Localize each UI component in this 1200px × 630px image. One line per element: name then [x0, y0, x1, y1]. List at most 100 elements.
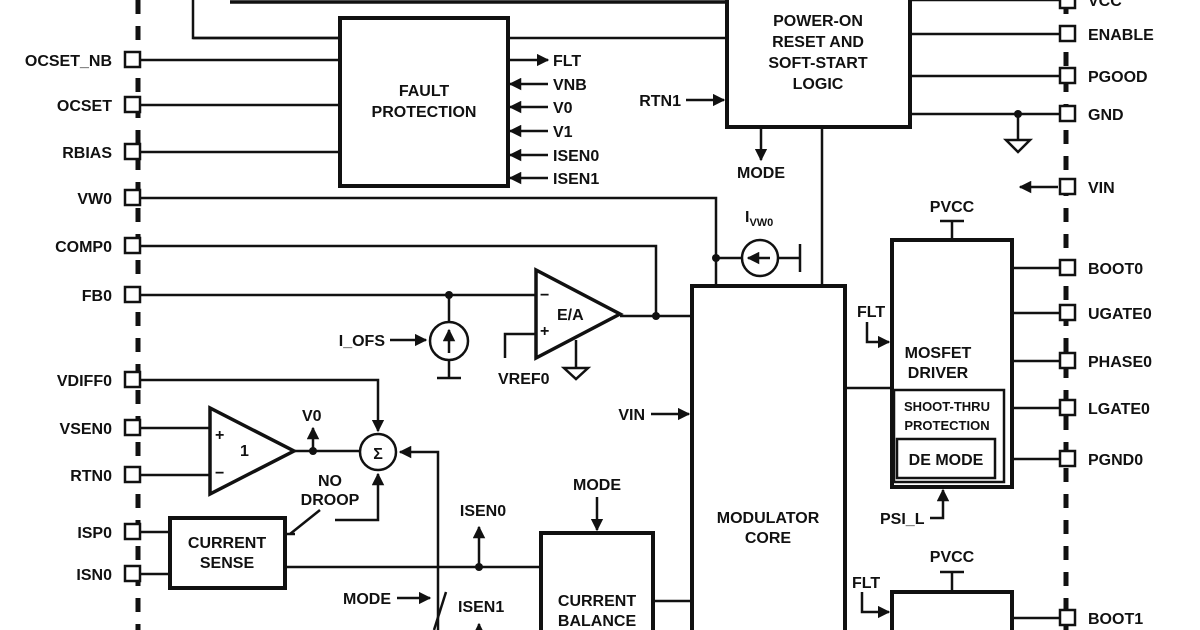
vin-left-label: VIN [618, 407, 645, 424]
pin-ocset [123, 95, 142, 114]
pin-lgate0 [1058, 398, 1077, 417]
pin-label-comp0: COMP0 [55, 239, 112, 256]
pin-vcc [1058, 0, 1077, 10]
wire-vref0 [503, 332, 536, 358]
pin-label-boot0: BOOT0 [1088, 261, 1143, 278]
pin-vdiff0 [123, 370, 142, 389]
fault-line1: FAULT [399, 83, 450, 100]
pin-label-lgate0: LGATE0 [1088, 401, 1150, 418]
modulator-line1: MODULATOR [717, 510, 820, 527]
pin-vin [1058, 177, 1077, 196]
shoot-thru-line2: PROTECTION [904, 418, 989, 433]
fault-protection-block [338, 16, 510, 188]
no-droop-line1: NO [318, 473, 342, 490]
pin-label-isn0: ISN0 [76, 567, 112, 584]
pin-isn0 [123, 564, 142, 583]
amp-plus: + [215, 427, 224, 444]
pvcc-bottom-label: PVCC [930, 549, 975, 566]
ea-plus: + [540, 323, 549, 340]
mode-bottom-label: MODE [343, 591, 391, 608]
flt-driver-label: FLT [857, 304, 885, 321]
fault-signal-v0: V0 [553, 100, 573, 117]
fault-signal-isen0: ISEN0 [553, 148, 599, 165]
droop-switch [289, 509, 321, 535]
fault-line2: PROTECTION [372, 104, 477, 121]
fault-signal-vnb: VNB [553, 77, 587, 94]
ground-symbol-ea [560, 366, 592, 381]
psi-l-arrow [930, 488, 950, 520]
unity-gain-amplifier [208, 405, 298, 497]
pin-label-enable: ENABLE [1088, 27, 1154, 44]
mosfet-line1: MOSFET [905, 345, 972, 362]
flt-driver-arrow [865, 322, 891, 349]
pin-label-ocset: OCSET [57, 98, 112, 115]
mode-mid-label: MODE [573, 477, 621, 494]
pin-ocset-nb [123, 50, 142, 69]
modulator-core-block [690, 284, 847, 630]
isen0-label: ISEN0 [460, 503, 506, 520]
pin-pgnd0 [1058, 449, 1077, 468]
pin-comp0 [123, 236, 142, 255]
wire-vw0 [140, 196, 718, 286]
current-sense-line2: SENSE [200, 555, 255, 572]
pin-enable [1058, 24, 1077, 43]
error-amplifier [534, 267, 624, 361]
pin-label-fb0: FB0 [82, 288, 112, 305]
vref0-label: VREF0 [498, 371, 550, 388]
pin-label-boot1: BOOT1 [1088, 611, 1143, 628]
current-sense-block [168, 516, 287, 590]
right-pins: VCC ENABLE PGOOD GND VIN BOOT0 UGATE0 PH… [910, 0, 1154, 628]
pin-label-vsen0: VSEN0 [60, 421, 113, 438]
pin-boot0 [1058, 258, 1077, 277]
pin-label-vin: VIN [1088, 180, 1115, 197]
ea-out-node [652, 312, 660, 320]
ea-minus: − [540, 287, 549, 304]
ivw0-node [712, 254, 720, 262]
fault-signal-v1: V1 [553, 124, 573, 141]
pin-label-ugate0: UGATE0 [1088, 306, 1152, 323]
power-on-line1: POWER-ON [773, 13, 863, 30]
fault-signal-isen1: ISEN1 [553, 171, 599, 188]
wire-top-fault [191, 0, 340, 40]
summing-junction [358, 432, 398, 472]
pin-label-vcc: VCC [1088, 0, 1122, 10]
amp-gain: 1 [240, 443, 249, 460]
droop-arrow [335, 472, 385, 522]
modulator-line2: CORE [745, 530, 792, 547]
pin-vw0 [123, 188, 142, 207]
shoot-thru-line1: SHOOT-THRU [904, 399, 990, 414]
pin-label-isp0: ISP0 [77, 525, 112, 542]
current-sense-line1: CURRENT [188, 535, 266, 552]
pin-pgood [1058, 66, 1077, 85]
pin-label-ocset-nb: OCSET_NB [25, 53, 112, 70]
pin-phase0 [1058, 351, 1077, 370]
pin-rtn0 [123, 465, 142, 484]
mode-switch [432, 591, 448, 630]
pin-label-pgnd0: PGND0 [1088, 452, 1143, 469]
pin-label-vdiff0: VDIFF0 [57, 373, 112, 390]
pin-rbias [123, 142, 142, 161]
isen1-label: ISEN1 [458, 599, 504, 616]
de-mode-label: DE MODE [909, 452, 984, 469]
ivw0-label: IVW0 [745, 209, 773, 229]
ea-label: E/A [557, 307, 584, 324]
mosfet-line2: DRIVER [908, 365, 969, 382]
sigma-symbol: Σ [373, 446, 383, 463]
ground-symbol-right [1002, 138, 1034, 154]
flt-driver2-label: FLT [852, 575, 880, 592]
pin-label-rbias: RBIAS [62, 145, 112, 162]
psi-l-label: PSI_L [880, 511, 925, 528]
pin-label-gnd: GND [1088, 107, 1124, 124]
de-mode-block [895, 437, 997, 480]
power-on-line2: RESET AND [772, 34, 864, 51]
power-on-reset-block [725, 0, 912, 129]
pin-ugate0 [1058, 303, 1077, 322]
fault-signal-flt: FLT [553, 53, 581, 70]
pin-boot1 [1058, 608, 1077, 627]
no-droop-line2: DROOP [301, 492, 360, 509]
left-pins: OCSET_NB OCSET RBIAS VW0 COMP0 FB0 VDIFF… [25, 50, 718, 584]
isen1-feedback [398, 445, 440, 630]
flt-driver2-arrow [860, 592, 891, 619]
current-balance-line1: CURRENT [558, 593, 636, 610]
